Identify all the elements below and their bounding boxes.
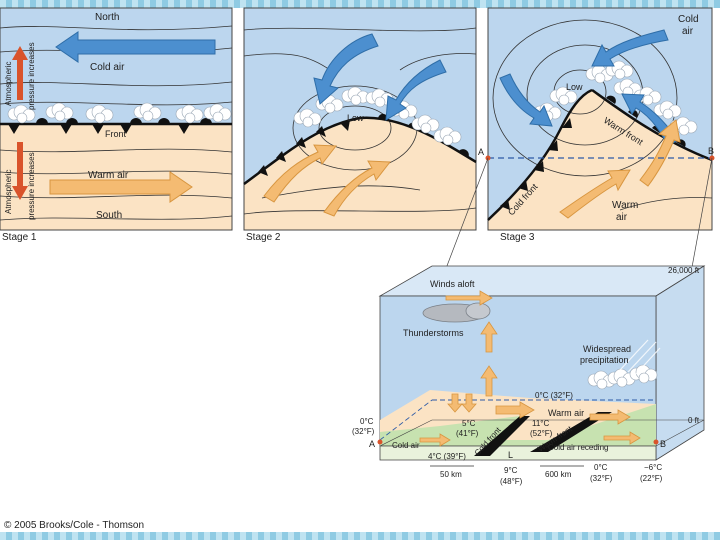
stage1-north-label: North [95,12,119,23]
temp-32f: (32°F) [590,474,613,483]
stage3-point-b-label: B [708,146,714,156]
stage1-pressure-bottom-2: pressure increases [27,152,36,220]
stage3-warm-air-label-2: air [616,212,628,223]
stage1-front-symbols [8,118,212,134]
precipitation-label: precipitation [580,355,629,365]
stage1-cold-air-arrow [55,31,216,63]
altitude-top-label: 26,000 ft [668,266,700,275]
temp-52f: (52°F) [530,429,553,438]
block-point-a-dot [377,439,383,445]
stage1-warm-air-label: Warm air [88,170,129,181]
stage2-panel: Low Stage 2 [243,7,477,243]
block-point-a-label: A [369,439,375,449]
stage3-warm-arrow-1 [559,169,631,219]
stage2-warm-arrow-1 [263,144,337,203]
temp-5c: 5°C [462,419,476,428]
thunderstorm-cloud [422,302,491,323]
rain-streaks [619,339,661,375]
stage3-warm-air-label-1: Warm [612,200,638,211]
block-warm-arrows [419,290,641,447]
stage2-low-label: Low [347,113,364,123]
block-right-face [655,265,705,461]
stage1-pressure-bottom-1: Atmospheric [4,170,13,214]
low-marker-label: L [508,450,513,460]
copyright-notice: © 2005 Brooks/Cole - Thomson [4,520,145,531]
stage1-front-label: Front [105,129,127,139]
stage3-cold-arrow-1 [591,29,669,67]
stage2-caption: Stage 2 [246,232,281,243]
block-warm-air-label: Warm air [548,408,584,418]
stage2-cold-arrow-1 [313,33,379,105]
temp-48f: (48°F) [500,477,523,486]
stage1-pressure-top-2: pressure increases [27,42,36,110]
block-cold-air-label: Cold air [392,441,420,450]
cross-warm-front [530,412,612,452]
stage1-pressure-top-1: Atmospheric [4,62,13,106]
stage1-warm-region [0,123,233,231]
temp-9c: 9°C [504,466,518,475]
stage3-point-a-label: A [478,147,484,157]
stage3-cold-arrow-2 [499,73,553,127]
block-point-b-label: B [660,439,666,449]
temp-4c: 4°C (39°F) [428,452,466,461]
stage3-cold-air-label-1: Cold [678,14,699,25]
temp-m6c: −6°C [644,463,662,472]
stage1-panel: Atmospheric pressure increases Atmospher… [0,7,233,243]
cold-air-receding-label: Cold air receding [548,443,608,452]
stage3-cold-front-line [487,88,593,221]
altitude-bottom-label: 0 ft [688,416,700,425]
stage1-warm-air-arrow [49,171,193,203]
stage1-south-label: South [96,210,122,221]
top-border-strip [0,0,720,8]
winds-aloft-label: Winds aloft [430,279,475,289]
widespread-label: Widespread [583,344,631,354]
stage3-low-label: Low [566,82,583,92]
distance-50km: 50 km [440,470,462,479]
temp-22f: (22°F) [640,474,663,483]
cross-section-block [377,265,706,467]
temp-11c: 11°C [532,419,550,428]
stage3-front-symbols [500,95,686,210]
freezing-level-label: 0°C (32°F) [535,391,573,400]
stage1-caption: Stage 1 [2,232,37,243]
stage1-pressure-arrows [12,46,28,200]
stage2-cold-arrow-2 [385,59,447,121]
left-temp-f: (32°F) [352,427,375,436]
bottom-border-strip [0,532,720,540]
stage2-warm-arrow-2 [323,160,391,217]
temp-0c: 0°C [594,463,608,472]
block-top-face [378,265,706,297]
block-point-b-dot [653,439,659,445]
left-temp-c: 0°C [360,417,374,426]
stage3-caption: Stage 3 [500,232,535,243]
thunderstorms-label: Thunderstorms [403,328,464,338]
stage3-warm-region [488,90,712,230]
distance-600km: 600 km [545,470,572,479]
cross-cold-front [474,416,530,456]
stage1-cold-air-label: Cold air [90,62,125,73]
stage3-warm-arrow-2 [639,119,681,187]
stage3-warm-front-line [591,88,713,162]
stage3-cold-air-label-2: air [682,26,694,37]
temp-41f: (41°F) [456,429,479,438]
stage3-panel: A B Cold air Low Warm front Cold front W… [478,7,715,243]
